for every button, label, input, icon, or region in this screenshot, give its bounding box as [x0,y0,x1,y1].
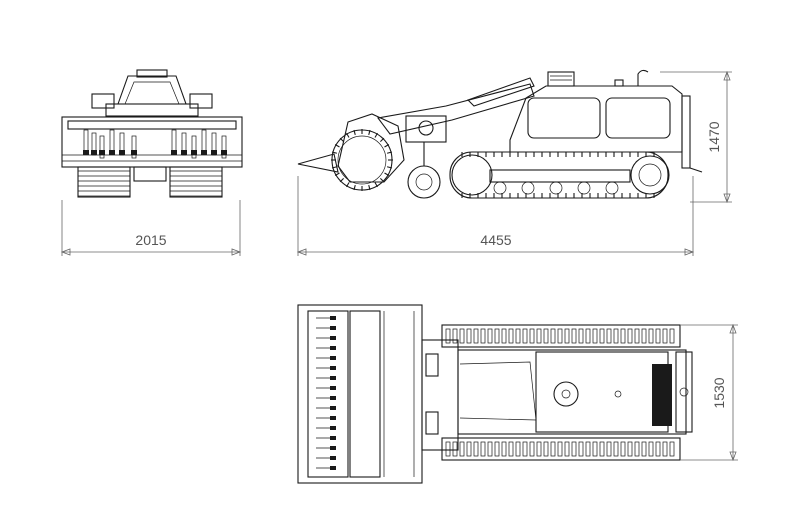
top-width-label: 1530 [711,377,727,408]
dimension-front-width: 2015 [60,200,242,256]
side-view [297,69,703,199]
front-width-label: 2015 [135,232,166,248]
dimension-side-length: 4455 [296,176,695,256]
dimension-side-height: 1470 [660,70,732,204]
side-length-label: 4455 [480,232,511,248]
side-height-label: 1470 [706,121,722,152]
dimension-top-width: 1530 [680,323,738,462]
top-view [297,304,693,484]
front-view [61,69,243,198]
